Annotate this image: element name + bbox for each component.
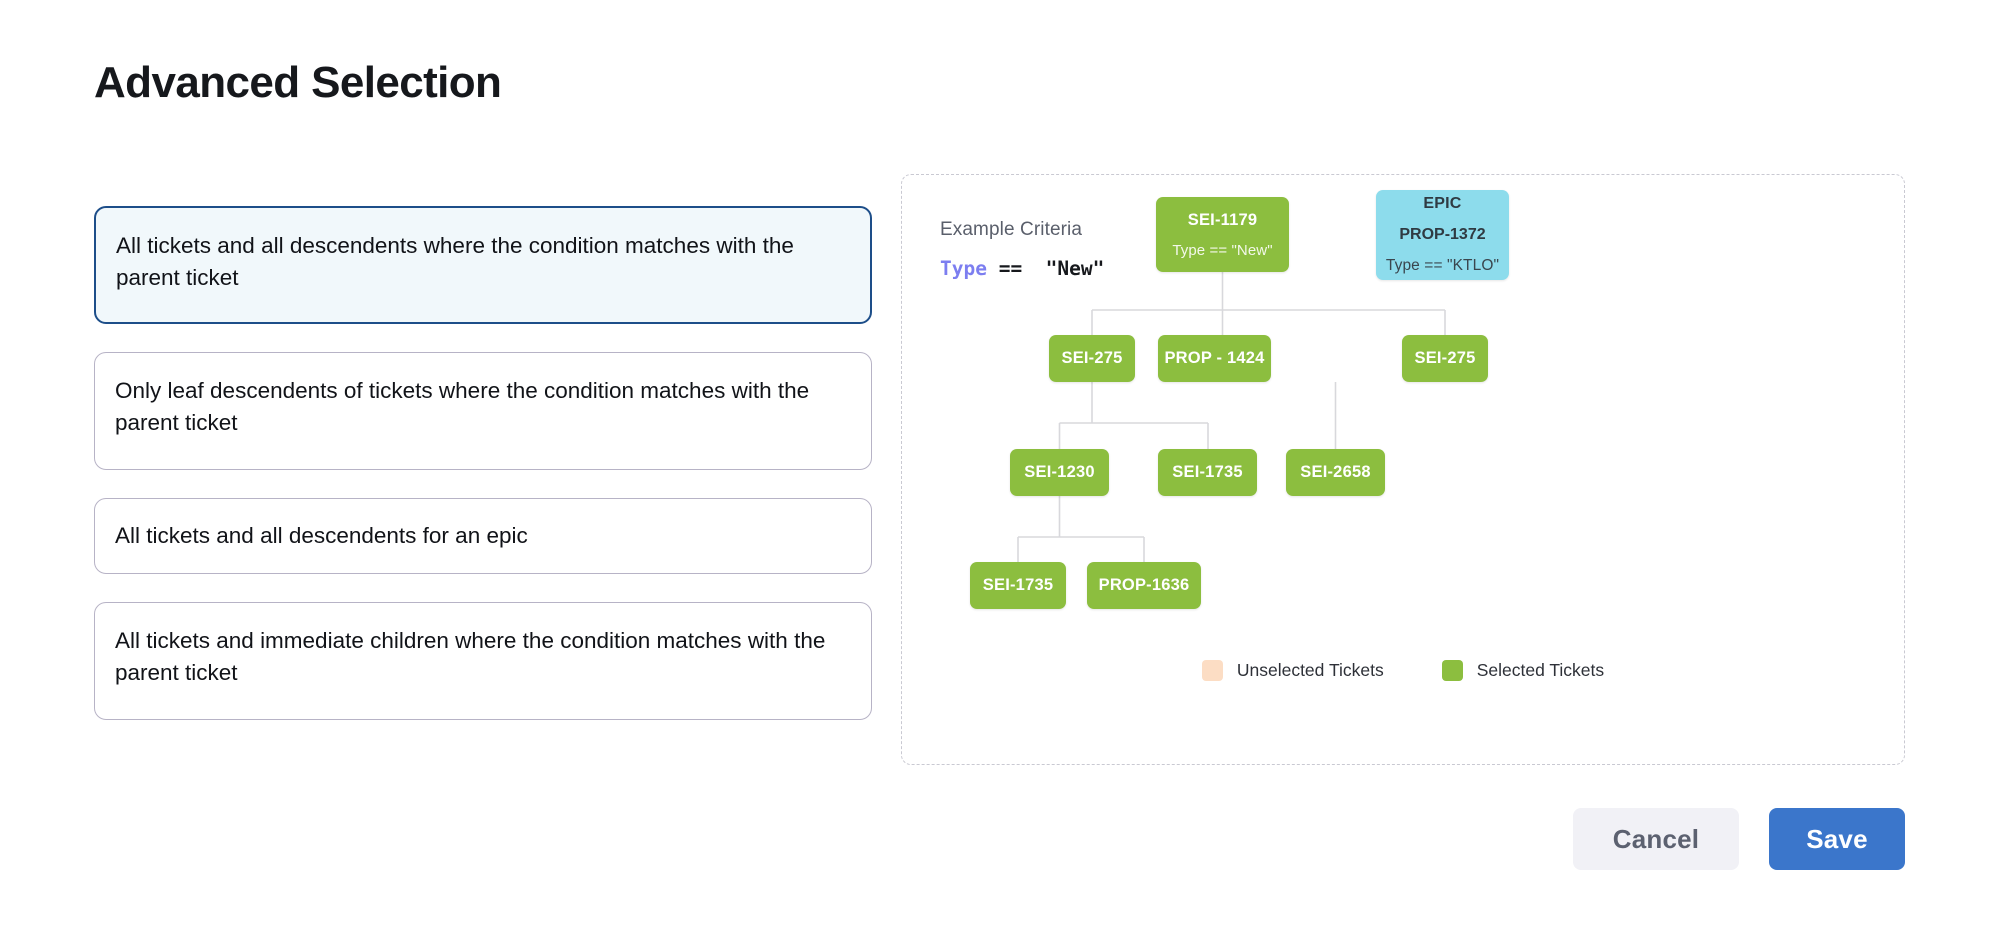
legend-swatch-unselected-icon: [1201, 660, 1223, 681]
legend-swatch-selected-icon: [1441, 660, 1463, 681]
option-card-epic-descendents[interactable]: All tickets and all descendents for an e…: [94, 498, 872, 574]
node-id: SEI-1230: [1024, 463, 1095, 481]
legend-item-unselected: Unselected Tickets: [1201, 660, 1384, 681]
tree-node-prop-1424[interactable]: PROP - 1424: [1158, 335, 1271, 382]
tree-node-sei-275-left[interactable]: SEI-275: [1049, 335, 1135, 382]
option-label: All tickets and all descendents for an e…: [115, 523, 528, 548]
option-label: All tickets and immediate children where…: [115, 627, 826, 685]
tree-node-prop-1636[interactable]: PROP-1636: [1087, 562, 1201, 609]
node-kind: EPIC: [1423, 195, 1462, 212]
connector-prop1424-to-sei2658: [1215, 382, 1336, 449]
legend-label: Unselected Tickets: [1236, 660, 1384, 680]
node-condition: Type == "New": [1172, 241, 1273, 259]
option-label: All tickets and all descendents where th…: [116, 233, 794, 290]
option-card-immediate-children[interactable]: All tickets and immediate children where…: [94, 601, 872, 720]
node-id: SEI-275: [1414, 349, 1476, 367]
node-id: SEI-1735: [982, 576, 1054, 594]
legend-item-selected: Selected Tickets: [1441, 660, 1605, 681]
tree-node-sei-2658[interactable]: SEI-2658: [1286, 449, 1385, 496]
tree-node-sei-1735-row4[interactable]: SEI-1735: [970, 562, 1066, 609]
criteria-label: Example Criteria: [940, 219, 1083, 240]
node-id: SEI-275: [1061, 349, 1123, 367]
page-title: Advanced Selection: [94, 58, 502, 107]
tree-node-sei-1735-row3[interactable]: SEI-1735: [1158, 449, 1257, 496]
criteria-operand: == "New": [986, 257, 1105, 280]
dialog-footer: Cancel Save: [0, 808, 1990, 870]
tree-node-sei-1179[interactable]: SEI-1179 Type == "New": [1156, 197, 1289, 272]
criteria-keyword: Type: [940, 257, 987, 280]
cancel-button[interactable]: Cancel: [1573, 808, 1739, 870]
node-id: SEI-1179: [1187, 210, 1258, 229]
option-card-leaf-descendents[interactable]: Only leaf descendents of tickets where t…: [94, 352, 872, 470]
option-label: Only leaf descendents of tickets where t…: [115, 378, 810, 435]
example-diagram-panel: Example Criteria Type == "New": [901, 174, 1905, 765]
node-id: SEI-2658: [1300, 463, 1371, 481]
option-card-all-descendents[interactable]: All tickets and all descendents where th…: [94, 206, 872, 324]
option-list: All tickets and all descendents where th…: [94, 206, 872, 720]
tree-node-epic-prop-1372[interactable]: EPIC PROP-1372 Type == "KTLO": [1376, 190, 1509, 280]
save-button[interactable]: Save: [1769, 808, 1905, 870]
tree-node-sei-275-right[interactable]: SEI-275: [1402, 335, 1488, 382]
tree-node-sei-1230[interactable]: SEI-1230: [1010, 449, 1109, 496]
diagram-legend: Unselected Tickets Selected Tickets: [902, 660, 1904, 681]
node-id: PROP - 1424: [1164, 349, 1265, 367]
node-id: SEI-1735: [1172, 463, 1243, 481]
node-id: PROP-1372: [1399, 226, 1486, 243]
criteria-expression: Type == "New": [940, 257, 1104, 280]
node-id: PROP-1636: [1098, 576, 1190, 594]
legend-label: Selected Tickets: [1476, 660, 1605, 680]
node-condition: Type == "KTLO": [1385, 257, 1500, 274]
